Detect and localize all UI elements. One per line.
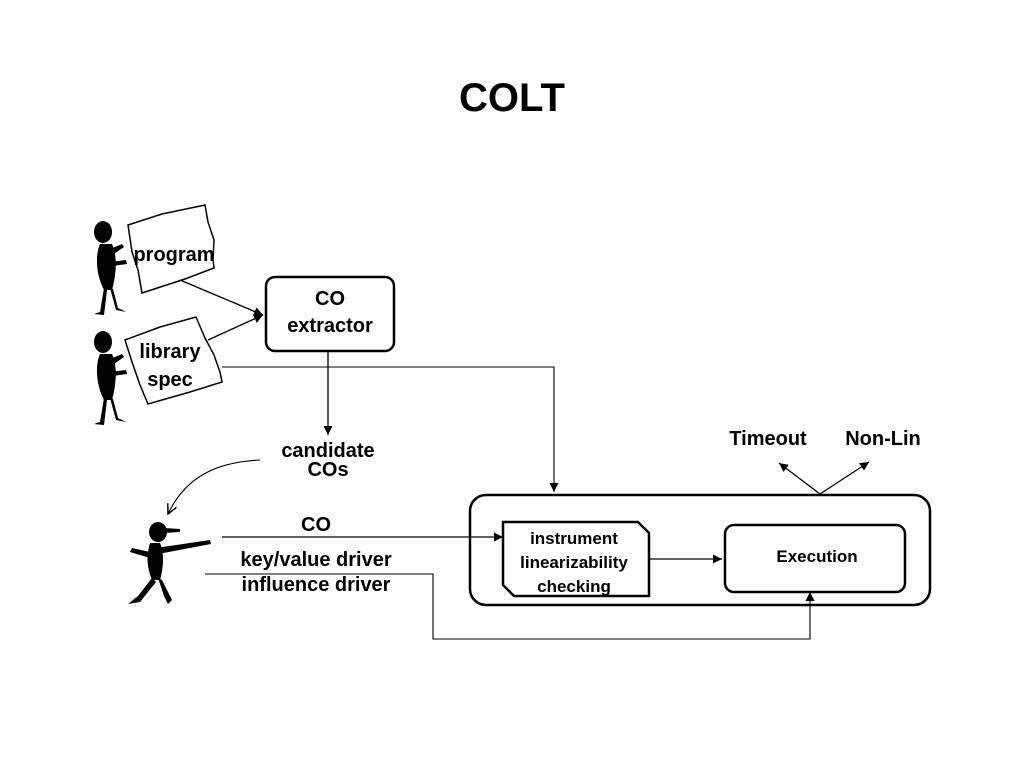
co-label: CO bbox=[301, 514, 331, 536]
person-library-spec-icon bbox=[94, 331, 127, 425]
program-label: program bbox=[133, 244, 214, 266]
candidates-to-driver-curve bbox=[168, 459, 261, 514]
instrument-box bbox=[501, 520, 651, 598]
to-timeout-arrow bbox=[778, 462, 821, 495]
person-driver-icon bbox=[128, 522, 211, 604]
library-label: library bbox=[139, 341, 201, 363]
timeout-label: Timeout bbox=[729, 428, 807, 450]
program-paper bbox=[127, 204, 215, 294]
instrument-label-line1: instrument bbox=[530, 529, 618, 548]
non-lin-label: Non-Lin bbox=[845, 428, 921, 450]
page-title: COLT bbox=[459, 76, 565, 120]
co-extractor-box bbox=[264, 275, 396, 353]
cos-label: COs bbox=[307, 459, 348, 481]
spec-to-extractor-arrow bbox=[207, 314, 264, 341]
person-program-icon bbox=[94, 221, 127, 315]
execution-label: Execution bbox=[776, 547, 857, 566]
library-spec-paper bbox=[124, 316, 223, 405]
instrument-label-line2: linearizability bbox=[520, 553, 628, 572]
key-value-driver-label: key/value driver bbox=[240, 549, 391, 571]
program-to-extractor-arrow bbox=[179, 279, 264, 316]
driver-to-execution-line bbox=[205, 573, 815, 640]
to-non-lin-arrow bbox=[819, 461, 870, 495]
spec-to-checker-line bbox=[222, 366, 559, 492]
instrument-label-line3: checking bbox=[537, 577, 611, 596]
spec-label: spec bbox=[147, 369, 193, 391]
execution-box bbox=[723, 523, 907, 594]
co-extractor-label-line1: CO bbox=[315, 288, 345, 310]
checker-container bbox=[468, 493, 932, 607]
influence-driver-label: influence driver bbox=[242, 574, 391, 596]
co-extractor-label-line2: extractor bbox=[287, 315, 373, 337]
candidate-label: candidate bbox=[281, 440, 374, 462]
